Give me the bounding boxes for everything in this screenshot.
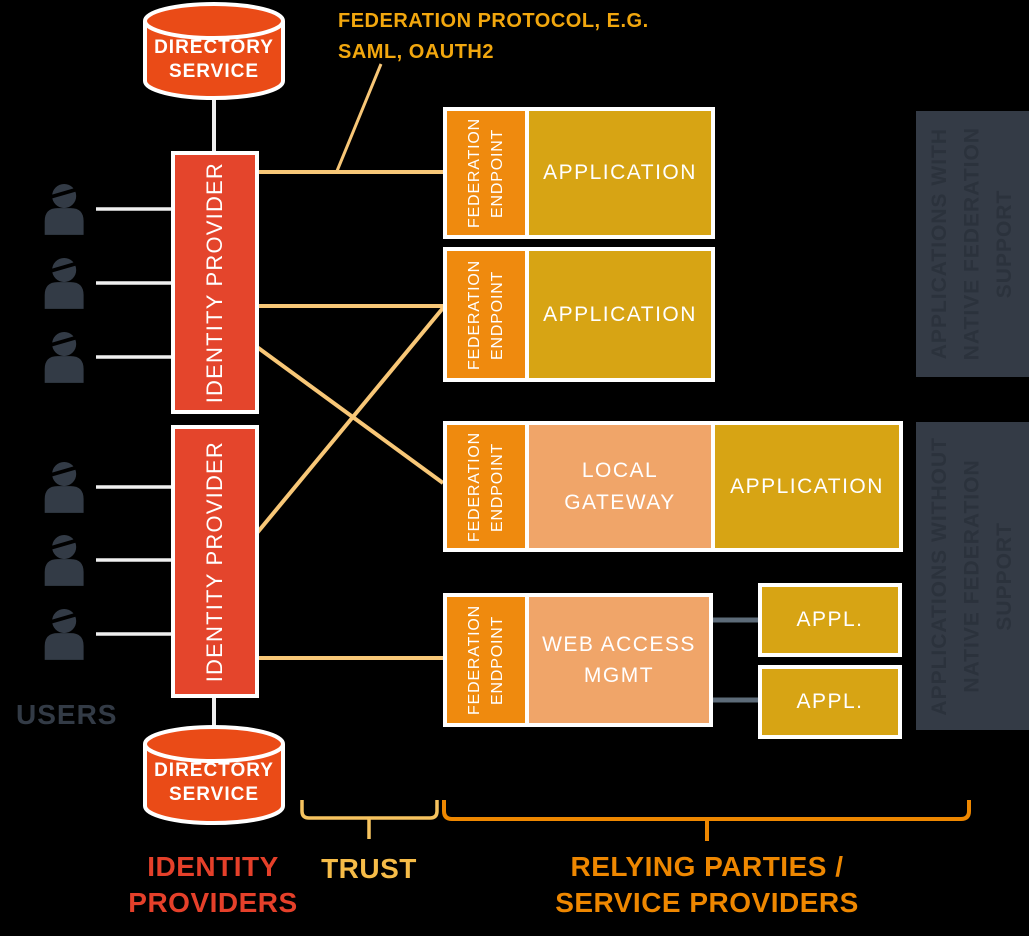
application-2-box: APPLICATION (529, 251, 711, 378)
web-access-mgmt-box: WEB ACCESS MGMT (529, 597, 709, 723)
idp2-to-endpoint2-line (255, 306, 445, 535)
appl-2-box: APPL. (758, 665, 902, 739)
federation-endpoint-2-label: FEDERATION ENDPOINT (465, 259, 506, 370)
web-access-mgmt-row: FEDERATION ENDPOINT WEB ACCESS MGMT (443, 593, 713, 727)
appl-2-label: APPL. (796, 690, 864, 713)
federation-endpoint-4: FEDERATION ENDPOINT (447, 597, 525, 723)
federation-endpoint-1: FEDERATION ENDPOINT (447, 111, 525, 235)
identity-provider-1-label: IDENTITY PROVIDER (202, 161, 227, 404)
user-icon (44, 535, 84, 586)
user-icon (44, 332, 84, 383)
local-gateway-label: LOCAL GATEWAY (564, 459, 676, 514)
application-3-box: APPLICATION (715, 425, 899, 548)
identity-provider-2-label: IDENTITY PROVIDER (202, 440, 227, 683)
application-2-label: APPLICATION (543, 302, 697, 326)
trust-brace (300, 800, 439, 839)
application-2-row: FEDERATION ENDPOINT APPLICATION (443, 247, 715, 382)
local-gateway-row: FEDERATION ENDPOINT LOCAL GATEWAY APPLIC… (443, 421, 903, 552)
relying-parties-brace (442, 800, 971, 841)
panel-without-native-federation-support-label: APPLICATIONS WITHOUT NATIVE FEDERATION S… (927, 436, 1016, 716)
panel-native-federation-support: APPLICATIONS WITH NATIVE FEDERATION SUPP… (916, 111, 1029, 377)
identity-providers-legend: IDENTITY PROVIDERS (128, 851, 298, 918)
appl-1-label: APPL. (796, 608, 864, 631)
identity-provider-2-box: IDENTITY PROVIDER (171, 425, 259, 698)
federation-endpoint-1-label: FEDERATION ENDPOINT (465, 118, 506, 228)
application-1-row: FEDERATION ENDPOINT APPLICATION (443, 107, 715, 239)
application-3-label: APPLICATION (730, 474, 884, 498)
federation-endpoint-4-label: FEDERATION ENDPOINT (465, 605, 506, 715)
identity-provider-1-box: IDENTITY PROVIDER (171, 151, 259, 414)
federation-endpoint-3: FEDERATION ENDPOINT (447, 425, 525, 548)
relying-parties-legend: RELYING PARTIES / SERVICE PROVIDERS (555, 851, 859, 918)
protocol-note-pointer-line (335, 63, 383, 172)
trust-legend: TRUST (321, 853, 417, 884)
user-icon (44, 462, 84, 513)
panel-native-federation-support-label: APPLICATIONS WITH NATIVE FEDERATION SUPP… (927, 127, 1016, 361)
panel-without-native-federation-support: APPLICATIONS WITHOUT NATIVE FEDERATION S… (916, 422, 1029, 730)
federation-endpoint-3-label: FEDERATION ENDPOINT (465, 431, 506, 542)
web-access-mgmt-label: WEB ACCESS MGMT (542, 632, 696, 688)
user-icon (44, 258, 84, 309)
idp1-to-endpoint3-line (255, 345, 445, 485)
user-icon (44, 184, 84, 235)
users-label: USERS (16, 699, 118, 730)
directory-service-bottom-label: DIRECTORY SERVICE (154, 760, 274, 805)
directory-service-top-label: DIRECTORY SERVICE (154, 37, 274, 82)
directory-service-bottom-cylinder (143, 725, 285, 825)
user-icon (44, 609, 84, 660)
application-1-box: APPLICATION (529, 111, 711, 235)
federation-protocol-note: FEDERATION PROTOCOL, E.G. SAML, OAUTH2 (338, 10, 649, 63)
local-gateway-box: LOCAL GATEWAY (529, 425, 711, 548)
directory-service-top-cylinder (143, 2, 285, 100)
federation-endpoint-2: FEDERATION ENDPOINT (447, 251, 525, 378)
application-1-label: APPLICATION (543, 161, 697, 184)
appl-1-box: APPL. (758, 583, 902, 657)
